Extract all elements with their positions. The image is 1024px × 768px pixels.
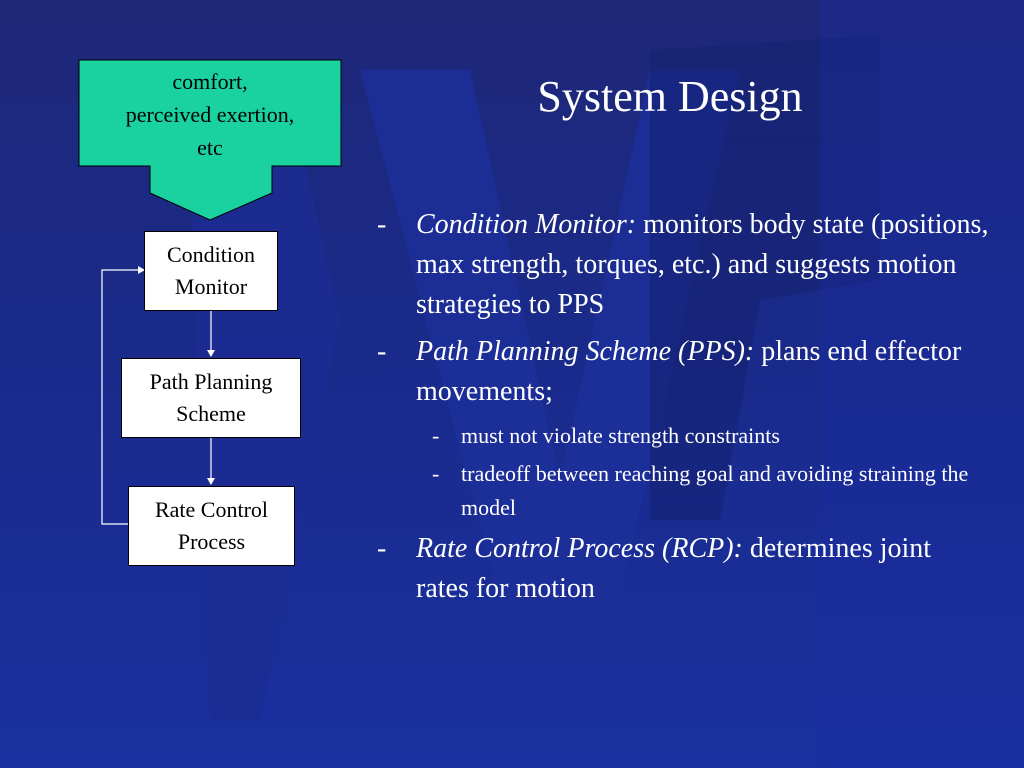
bullet-path-planning-scheme: - Path Planning Scheme (PPS): plans end … xyxy=(370,332,990,412)
bullet-list: - Condition Monitor: monitors body state… xyxy=(370,205,990,616)
node-path-planning-scheme: Path Planning Scheme xyxy=(121,358,301,438)
bullet-rate-control-process: - Rate Control Process (RCP): determines… xyxy=(370,529,990,609)
feedback-loop xyxy=(101,269,140,525)
bullet-text: monitors body state (positions, max stre… xyxy=(416,209,989,320)
node-rate-control-line-1: Rate Control xyxy=(154,497,269,522)
sub-bullet-marker: - xyxy=(432,461,440,486)
input-label-line-1: comfort, xyxy=(172,69,248,94)
input-label-line-2: perceived exertion, xyxy=(125,102,295,127)
bullet-marker: - xyxy=(377,336,387,367)
arrow-cm-to-pps-head xyxy=(207,350,215,357)
bullet-marker: - xyxy=(377,209,387,240)
node-path-planning-line-2: Scheme xyxy=(176,401,246,426)
page-title: System Design xyxy=(537,72,803,121)
feedback-loop-head xyxy=(138,266,145,274)
input-block-label: comfort, perceived exertion, etc xyxy=(79,65,341,164)
bullet-term: Rate Control Process (RCP): xyxy=(416,533,743,564)
arrow-pps-to-rcp-head xyxy=(207,478,215,485)
bullet-marker: - xyxy=(377,533,387,564)
flow-diagram: comfort, perceived exertion, etc Conditi… xyxy=(0,0,360,768)
sub-bullet-strength-constraints: - must not violate strength constraints xyxy=(370,419,990,453)
bullet-term: Path Planning Scheme (PPS): xyxy=(416,336,755,367)
node-condition-monitor-line-1: Condition xyxy=(166,242,255,267)
node-path-planning-line-1: Path Planning xyxy=(149,369,273,394)
node-rate-control-line-2: Process xyxy=(177,529,246,554)
diagram-connectors xyxy=(78,59,342,525)
sub-bullet-tradeoff: - tradeoff between reaching goal and avo… xyxy=(370,457,990,525)
node-condition-monitor: Condition Monitor xyxy=(144,231,278,311)
node-condition-monitor-line-2: Monitor xyxy=(174,274,248,299)
bullet-term: Condition Monitor: xyxy=(416,209,637,240)
input-block-arrow xyxy=(78,59,342,221)
sub-bullet-text: tradeoff between reaching goal and avoid… xyxy=(461,461,969,520)
sub-bullet-marker: - xyxy=(432,423,440,448)
bullet-condition-monitor: - Condition Monitor: monitors body state… xyxy=(370,205,990,325)
bullet-text: plans end effector movements; xyxy=(416,336,962,407)
sub-bullet-text: must not violate strength constraints xyxy=(461,423,780,448)
input-label-line-3: etc xyxy=(197,135,223,160)
node-rate-control-process: Rate Control Process xyxy=(128,486,295,566)
bullet-text: determines joint rates for motion xyxy=(416,533,932,604)
